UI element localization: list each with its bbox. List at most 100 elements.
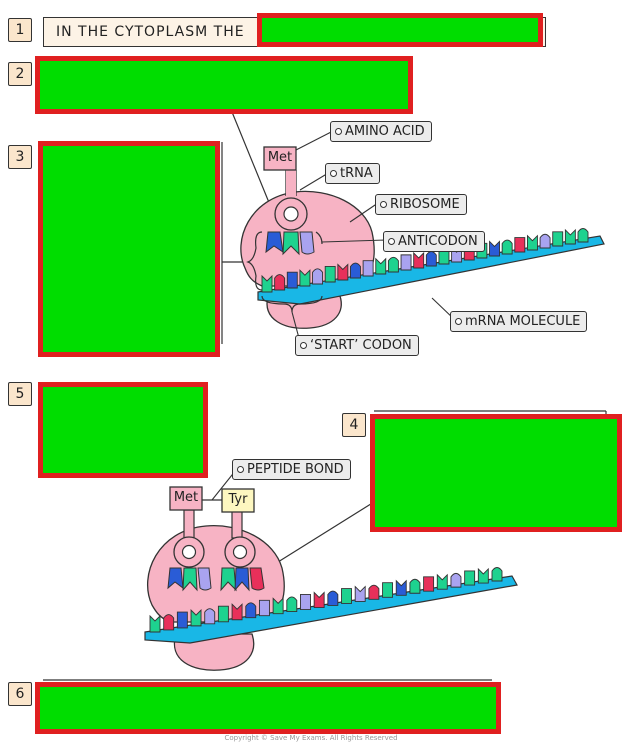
leader-amino-acid [295, 129, 336, 151]
leader-line-step4 [261, 501, 375, 573]
leader-line-step2 [231, 111, 271, 206]
anticodon-met-green [182, 567, 198, 592]
step-number-5: 5 [8, 382, 32, 406]
mrna-bottom-base-9 [272, 597, 284, 615]
step-number-2: 2 [8, 62, 32, 86]
tyr-box [221, 488, 255, 513]
anticodon-base-blue [265, 231, 284, 254]
mrna-bottom-base-24 [477, 567, 489, 584]
mrna-top-base-5 [324, 265, 336, 283]
met-box-bottom [169, 486, 203, 511]
step-number-3: 3 [8, 145, 32, 169]
met-label-top: Met [267, 150, 293, 165]
mask-step2-answer[interactable] [35, 56, 413, 114]
mrna-top-base-1 [274, 274, 286, 291]
mrna-top-base-20 [514, 237, 526, 253]
mrna-bottom-base-18 [395, 579, 407, 596]
mask-step1-answer[interactable] [257, 13, 543, 47]
anticodon-tyr-green [220, 567, 237, 592]
mrna-top-base-13 [425, 251, 437, 267]
mask-step3-answer[interactable] [38, 141, 220, 357]
mrna-top-base-2 [286, 271, 298, 289]
leader-anticodon [321, 239, 387, 243]
mrna-bottom-base-8 [258, 599, 270, 617]
label-anticodon: ANTICODON [383, 231, 485, 252]
mrna-bottom-base-15 [354, 585, 366, 602]
mrna-bases-bottom [149, 567, 503, 633]
mrna-top-base-24 [564, 228, 576, 245]
mrna-bottom-base-20 [423, 576, 435, 592]
mrna-bottom-base-7 [245, 602, 257, 619]
mrna-bottom-base-14 [341, 588, 352, 604]
brace-right-top [315, 231, 323, 245]
tyr-label: Tyr [228, 492, 248, 507]
leader-ribosome [349, 202, 379, 223]
mrna-bottom-base-10 [286, 596, 298, 613]
mrna-bottom-base-16 [368, 584, 380, 600]
met-box-top [263, 146, 297, 171]
mrna-bottom-base-11 [300, 593, 311, 611]
anticodon-met-blue [167, 567, 184, 590]
mrna-top-base-7 [350, 262, 361, 279]
label-ribosome: RIBOSOME [375, 194, 467, 215]
mrna-top-base-22 [539, 233, 551, 249]
mrna-bottom-base-19 [409, 578, 421, 594]
anticodon-tyr-blue [234, 567, 250, 592]
label-start-codon: ‘START’ CODON [295, 335, 419, 356]
mrna-top-base-25 [577, 228, 589, 243]
mrna-top-base-18 [489, 240, 500, 257]
mrna-top-base-0 [261, 274, 273, 293]
mrna-bottom-base-6 [231, 603, 243, 621]
ribosome-small-subunit-bottom [173, 633, 255, 671]
mrna-top-base-19 [501, 239, 513, 255]
mrna-top-base-11 [400, 254, 412, 271]
mrna-bottom-base-2 [176, 611, 188, 629]
step1-text: IN THE CYTOPLASM THE [56, 24, 245, 40]
label-trna: tRNA [325, 163, 380, 184]
mrna-bottom-base-5 [217, 605, 229, 623]
mrna-bottom-base-13 [327, 590, 339, 606]
label-mrna-molecule: mRNA MOLECULE [450, 311, 588, 332]
anticodon-met-purple [197, 567, 212, 591]
mrna-top-base-21 [526, 234, 538, 251]
mrna-bottom-base-4 [204, 608, 216, 625]
mrna-top-base-23 [552, 231, 564, 247]
trna-stem-fill-top [286, 170, 296, 196]
mask-step5-answer[interactable] [38, 382, 208, 478]
mrna-bottom-base-25 [491, 567, 503, 582]
mrna-top-base-3 [299, 269, 311, 287]
mrna-top-base-9 [375, 257, 387, 275]
label-peptide-bond: PEPTIDE BOND [232, 459, 351, 480]
anticodon-base-green [282, 231, 300, 256]
mrna-bottom-base-23 [464, 570, 476, 586]
step-number-1: 1 [8, 18, 32, 42]
mrna-bottom-base-17 [382, 582, 394, 598]
mask-step6-answer[interactable] [35, 682, 501, 734]
mrna-bottom-base-12 [313, 591, 325, 608]
copyright-text: Copyright © Save My Exams. All Rights Re… [224, 734, 398, 742]
mrna-bottom-base-0 [149, 614, 161, 633]
mrna-top-base-10 [387, 256, 399, 273]
mrna-top-base-12 [413, 251, 425, 269]
trna-loop-inner-tyr [232, 544, 248, 560]
trna-stem-fill-met [183, 509, 195, 539]
anticodon-base-purple [299, 231, 315, 255]
label-amino-acid: AMINO ACID [330, 121, 432, 142]
trna-loop-inner-top [283, 206, 299, 222]
mrna-top-base-4 [312, 268, 324, 285]
mask-step4-answer[interactable] [370, 414, 622, 532]
step-number-4: 4 [342, 413, 366, 437]
mrna-top-base-8 [362, 260, 374, 277]
mrna-bottom-base-3 [190, 609, 202, 627]
brace-left-top [246, 231, 263, 291]
trna-stem-fill-tyr [231, 509, 243, 539]
step-number-6: 6 [8, 682, 32, 706]
mrna-bottom-base-21 [436, 573, 448, 590]
anticodon-tyr-red [249, 567, 265, 591]
met-label-bottom: Met [173, 490, 199, 505]
mrna-bottom-base-22 [450, 572, 462, 588]
mrna-top-base-6 [337, 263, 349, 281]
mrna-bottom-base-1 [163, 614, 175, 631]
trna-loop-inner-met [181, 544, 197, 560]
